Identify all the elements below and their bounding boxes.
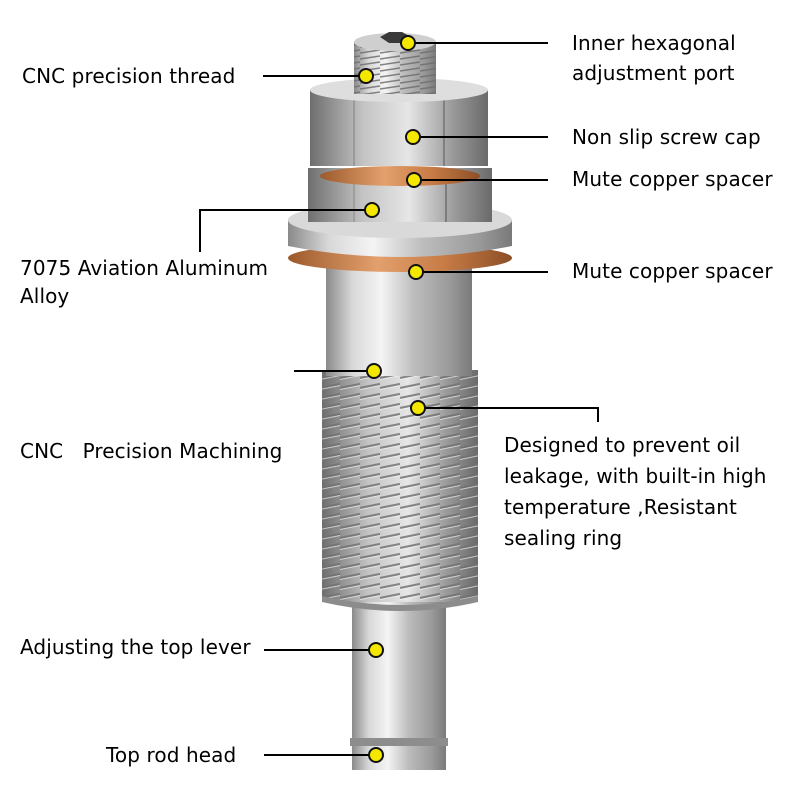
label-top-rod-head: Top rod head bbox=[106, 740, 236, 770]
label-line: sealing ring bbox=[504, 526, 623, 550]
leader-sealing bbox=[418, 407, 599, 422]
label-copper-spacer-bottom: Mute copper spacer bbox=[572, 256, 773, 286]
label-cnc-thread: CNC precision thread bbox=[22, 61, 235, 91]
callout-dot-icon bbox=[408, 264, 424, 280]
label-line: Mute copper spacer bbox=[572, 167, 773, 191]
label-line: adjustment port bbox=[572, 61, 735, 85]
label-aluminum-alloy: 7075 Aviation Aluminum Alloy bbox=[20, 254, 268, 310]
label-line: 7075 Aviation Aluminum bbox=[20, 256, 269, 280]
label-line: Adjusting the top lever bbox=[20, 635, 251, 659]
smooth-body bbox=[326, 262, 472, 376]
label-line: leakage, with built-in high bbox=[504, 464, 767, 488]
callout-dot-icon bbox=[400, 35, 416, 51]
callout-dot-icon bbox=[358, 68, 374, 84]
label-copper-spacer-top: Mute copper spacer bbox=[572, 164, 773, 194]
label-line: CNC precision thread bbox=[22, 64, 236, 88]
label-line: Top rod head bbox=[106, 743, 237, 767]
label-cnc-machining: CNC Precision Machining bbox=[20, 376, 282, 526]
label-line: Designed to prevent oil bbox=[504, 433, 741, 457]
label-non-slip-cap: Non slip screw cap bbox=[572, 122, 761, 152]
label-line: temperature ,Resistant bbox=[504, 495, 737, 519]
callout-dot-icon bbox=[410, 400, 426, 416]
callout-dot-icon bbox=[368, 747, 384, 763]
label-line: Non slip screw cap bbox=[572, 125, 761, 149]
label-top-lever: Adjusting the top lever bbox=[20, 632, 251, 662]
label-line: Alloy bbox=[20, 284, 70, 308]
rod-head-groove bbox=[350, 738, 448, 746]
callout-dot-icon bbox=[364, 202, 380, 218]
leader-aluminum bbox=[199, 209, 372, 252]
label-line: Mute copper spacer bbox=[572, 259, 773, 283]
callout-dot-icon bbox=[406, 172, 422, 188]
callout-dot-icon bbox=[366, 363, 382, 379]
callout-dot-icon bbox=[405, 129, 421, 145]
label-inner-hex-port: Inner hexagonal adjustment port bbox=[572, 28, 736, 88]
label-line: CNC Precision Machining bbox=[20, 439, 283, 463]
label-sealing-ring: Designed to prevent oil leakage, with bu… bbox=[504, 430, 767, 554]
callout-dot-icon bbox=[368, 642, 384, 658]
label-line: Inner hexagonal bbox=[572, 31, 736, 55]
